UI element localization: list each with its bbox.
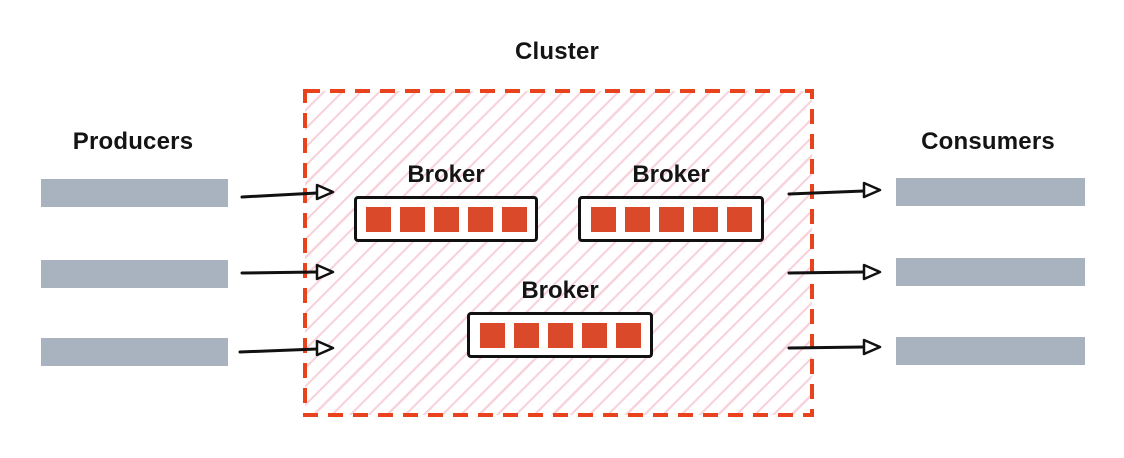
- producer-lane-3: [41, 338, 228, 366]
- consumer-arrow-1-icon: [787, 181, 882, 199]
- partition-icon: [615, 322, 641, 348]
- consumer-lane-1: [896, 178, 1085, 206]
- broker-node-3: Broker: [467, 274, 653, 358]
- partition-icon: [399, 206, 425, 232]
- partition-icon: [547, 322, 573, 348]
- consumer-arrow-3-icon: [787, 338, 882, 356]
- partition-icon: [479, 322, 505, 348]
- broker-1-label: Broker: [407, 161, 485, 188]
- cluster-title: Cluster: [514, 38, 600, 65]
- broker-2-box: [578, 196, 764, 242]
- partition-icon: [624, 206, 650, 232]
- broker-3-box: [467, 312, 653, 358]
- cluster-dashed-border: [303, 89, 814, 417]
- producer-arrow-3-icon: [238, 339, 335, 357]
- partition-icon: [590, 206, 616, 232]
- consumer-lane-2: [896, 258, 1085, 286]
- producer-arrow-2-icon: [240, 263, 335, 281]
- broker-node-1: Broker: [354, 158, 538, 242]
- partition-icon: [365, 206, 391, 232]
- broker-1-box: [354, 196, 538, 242]
- partition-icon: [692, 206, 718, 232]
- cluster-boundary-region: [305, 91, 812, 415]
- producer-lane-1: [41, 179, 228, 207]
- producers-label: Producers: [72, 128, 194, 155]
- producer-arrow-1-icon: [240, 183, 335, 201]
- consumers-label: Consumers: [921, 128, 1055, 155]
- producer-lane-2: [41, 260, 228, 288]
- consumer-arrow-2-icon: [787, 263, 882, 281]
- partition-icon: [467, 206, 493, 232]
- partition-icon: [726, 206, 752, 232]
- partition-icon: [433, 206, 459, 232]
- broker-2-label: Broker: [632, 161, 710, 188]
- partition-icon: [501, 206, 527, 232]
- consumer-lane-3: [896, 337, 1085, 365]
- broker-node-2: Broker: [578, 158, 764, 242]
- partition-icon: [581, 322, 607, 348]
- broker-3-label: Broker: [521, 277, 599, 304]
- partition-icon: [513, 322, 539, 348]
- partition-icon: [658, 206, 684, 232]
